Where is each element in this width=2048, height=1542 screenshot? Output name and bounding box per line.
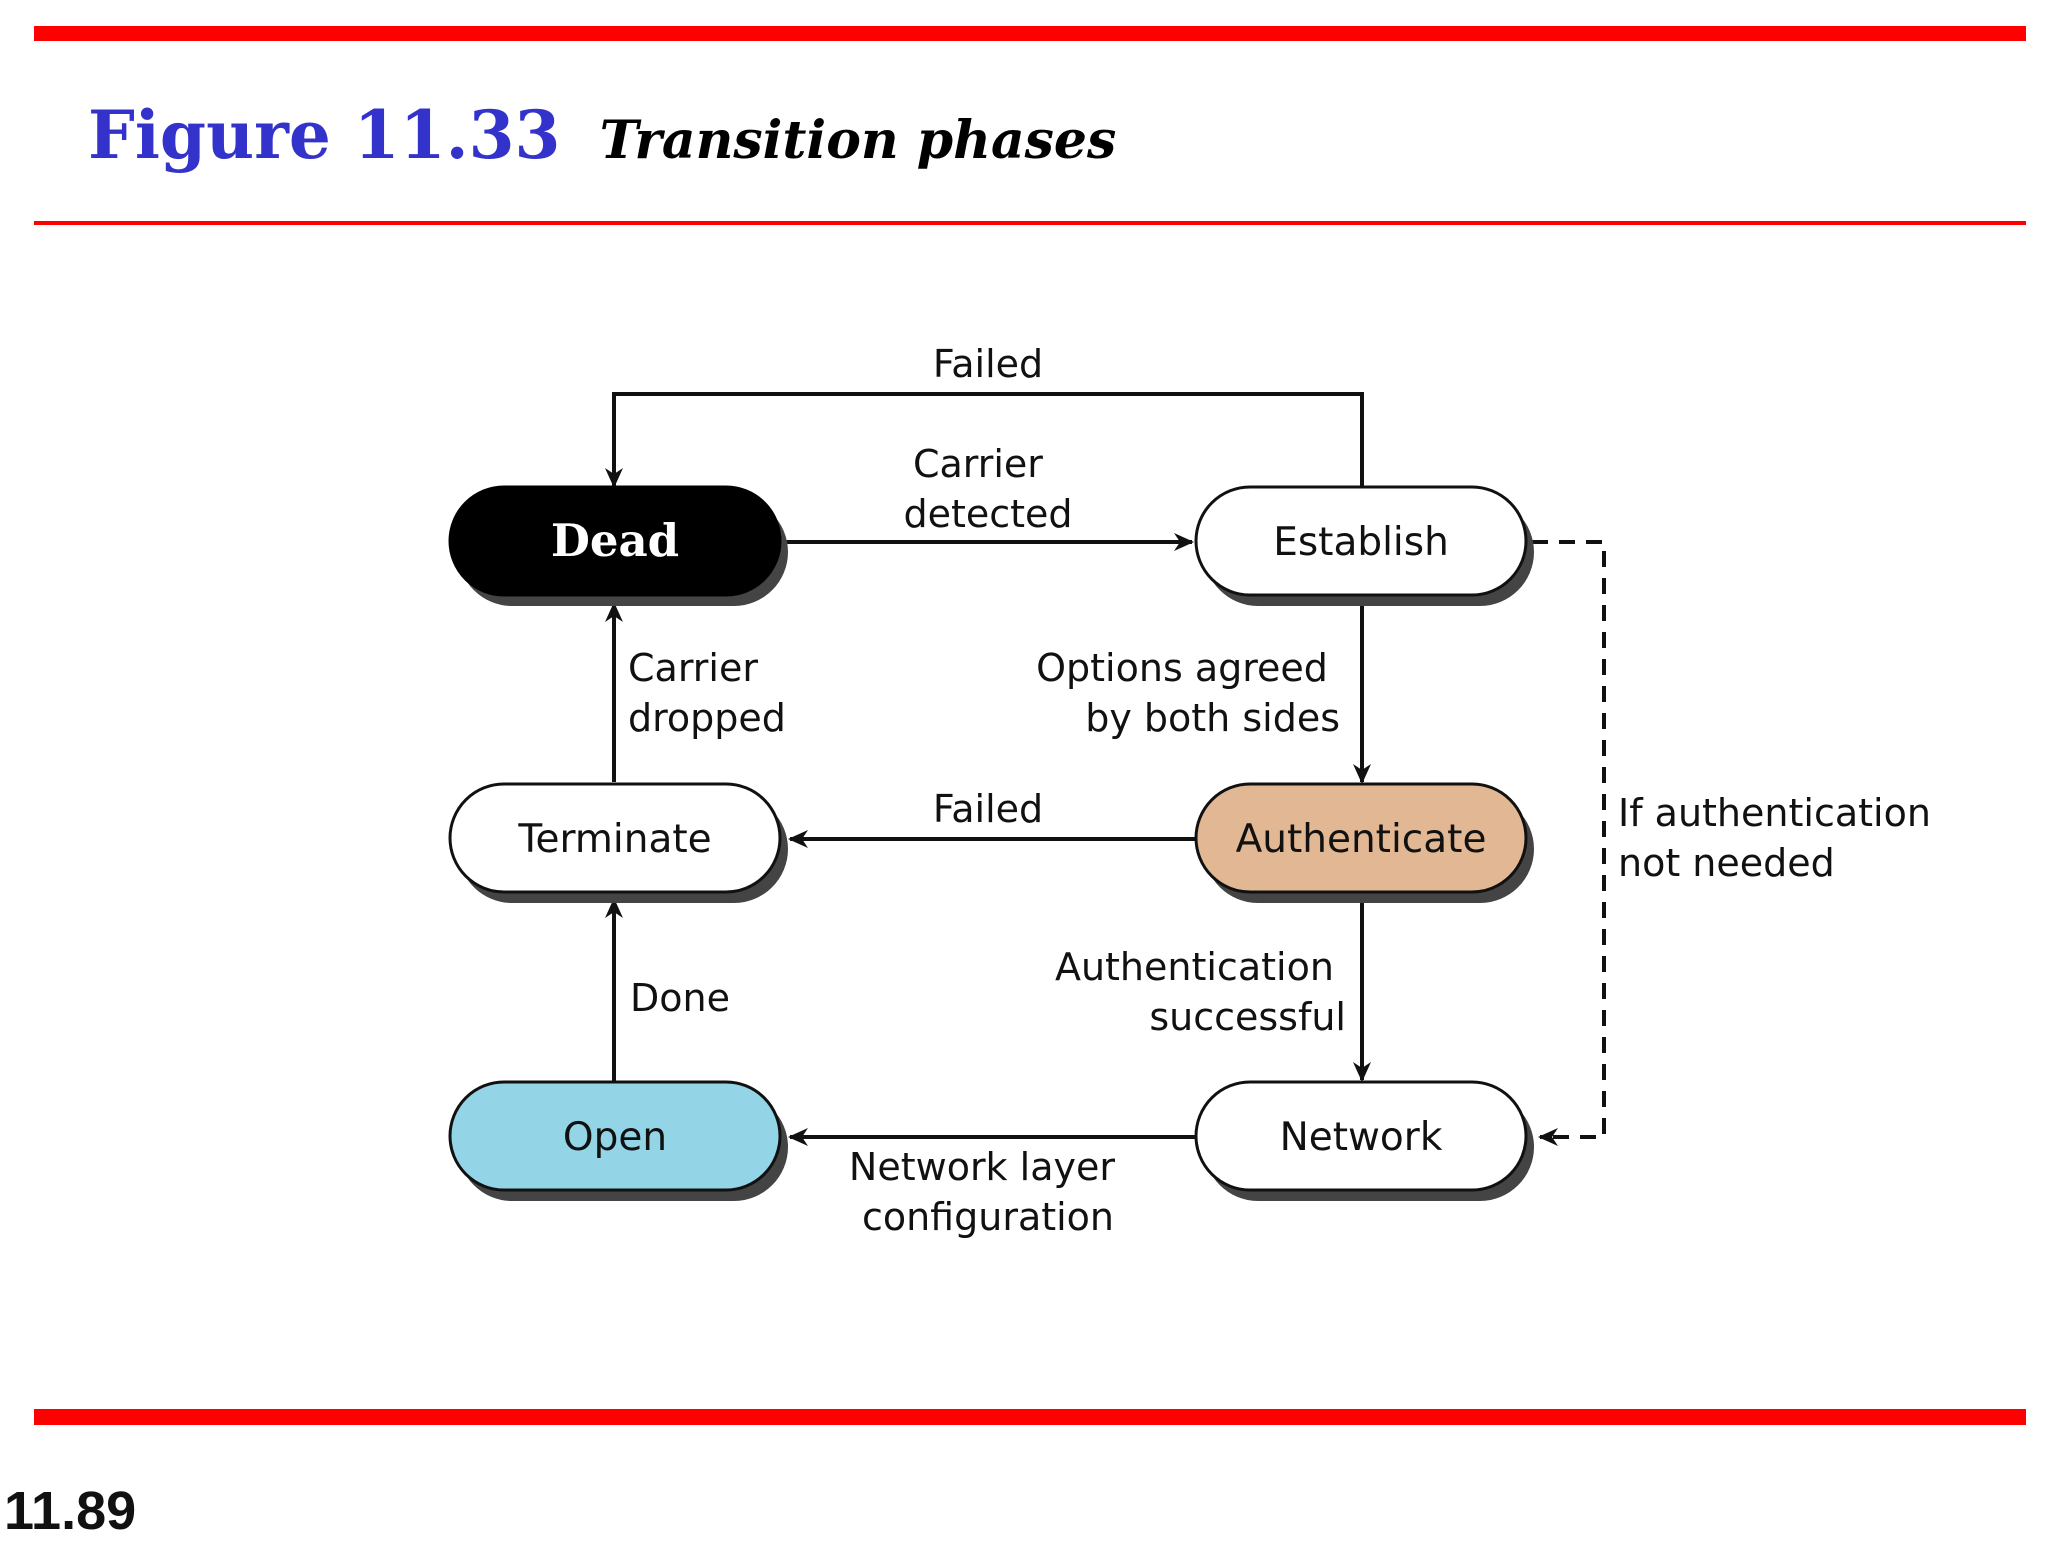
label-auth-not-needed-line2: not needed xyxy=(1618,841,1835,885)
edge-establish-to-dead-failed xyxy=(605,392,1364,488)
state-label-open: Open xyxy=(563,1115,667,1160)
transition-labels: Failed Carrier detected Options agreed b… xyxy=(628,342,1943,1239)
connectors xyxy=(605,392,1606,1146)
label-carrier-dropped: Carrier dropped xyxy=(628,646,786,740)
label-network-config-line2: configuration xyxy=(862,1195,1114,1239)
label-failed-auth: Failed xyxy=(933,787,1043,831)
label-failed-top: Failed xyxy=(933,342,1043,386)
edge-establish-to-network-dashed xyxy=(1532,540,1606,1146)
state-label-terminate: Terminate xyxy=(517,817,711,862)
state-network: Network xyxy=(1194,1080,1534,1201)
label-network-config: Network layer configuration xyxy=(849,1145,1127,1239)
label-carrier-detected: Carrier detected xyxy=(903,442,1072,536)
title-underline-rule xyxy=(34,221,2026,225)
state-label-network: Network xyxy=(1280,1115,1443,1160)
label-auth-successful-line2: successful xyxy=(1149,995,1346,1039)
label-carrier-dropped-line1: Carrier xyxy=(628,646,758,690)
label-carrier-detected-line2: detected xyxy=(903,492,1072,536)
figure-number: Figure 11.33 xyxy=(88,96,561,174)
terminate-pill xyxy=(448,782,782,894)
label-auth-successful-line1: Authentication xyxy=(1055,945,1334,989)
label-auth-successful: Authentication successful xyxy=(1055,945,1346,1039)
label-carrier-dropped-line2: dropped xyxy=(628,696,786,740)
state-dead: Dead xyxy=(448,485,788,606)
label-options-agreed: Options agreed by both sides xyxy=(1036,646,1340,740)
state-terminate: Terminate xyxy=(448,782,788,903)
top-red-rule xyxy=(34,26,2026,41)
open-pill xyxy=(448,1080,782,1192)
label-network-config-line1: Network layer xyxy=(849,1145,1115,1189)
dead-pill xyxy=(448,485,782,597)
network-pill xyxy=(1194,1080,1528,1192)
figure-title: Figure 11.33 Transition phases xyxy=(88,96,1116,174)
label-auth-not-needed: If authentication not needed xyxy=(1618,791,1943,885)
page-number: 11.89 xyxy=(4,1481,137,1541)
state-open: Open xyxy=(448,1080,788,1201)
label-done: Done xyxy=(630,976,730,1020)
bottom-red-rule xyxy=(34,1409,2026,1425)
figure-caption: Transition phases xyxy=(599,110,1117,171)
state-label-establish: Establish xyxy=(1273,520,1449,565)
label-carrier-detected-line1: Carrier xyxy=(913,442,1043,486)
label-options-agreed-line2: by both sides xyxy=(1085,696,1340,740)
state-authenticate: Authenticate xyxy=(1194,782,1534,903)
state-label-dead: Dead xyxy=(551,514,679,567)
establish-pill xyxy=(1194,485,1528,597)
state-establish: Establish xyxy=(1194,485,1534,606)
label-options-agreed-line1: Options agreed xyxy=(1036,646,1328,690)
authenticate-pill xyxy=(1194,782,1528,894)
state-label-authenticate: Authenticate xyxy=(1236,817,1487,862)
label-auth-not-needed-line1: If authentication xyxy=(1618,791,1931,835)
